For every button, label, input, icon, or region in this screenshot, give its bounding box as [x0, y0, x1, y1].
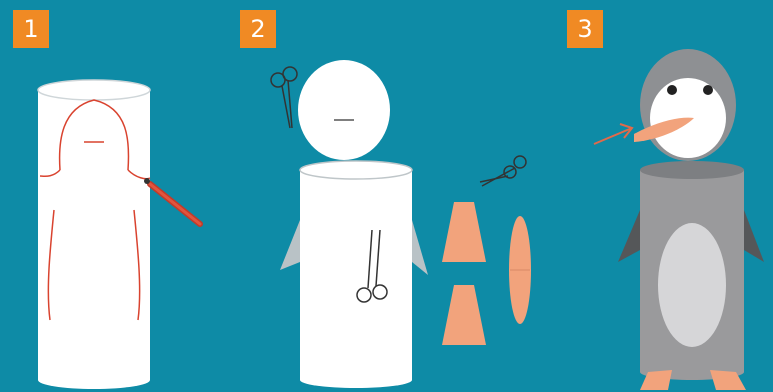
- scissors-icon: [480, 156, 526, 186]
- scissors-icon: [271, 67, 297, 128]
- cut-wing-piece: [442, 202, 486, 262]
- step-2-illustration: [230, 0, 560, 392]
- cut-tube: [280, 60, 428, 388]
- penguin-head: [634, 49, 736, 161]
- pencil-icon: [144, 178, 200, 224]
- penguin-body: [618, 161, 764, 380]
- cut-wing-piece: [442, 285, 486, 345]
- step-3-illustration: [560, 0, 773, 392]
- paper-roll-tube: [38, 80, 150, 389]
- arrow-icon: [594, 124, 632, 144]
- step-1-illustration: [0, 0, 230, 392]
- cut-beak-piece: [509, 216, 531, 324]
